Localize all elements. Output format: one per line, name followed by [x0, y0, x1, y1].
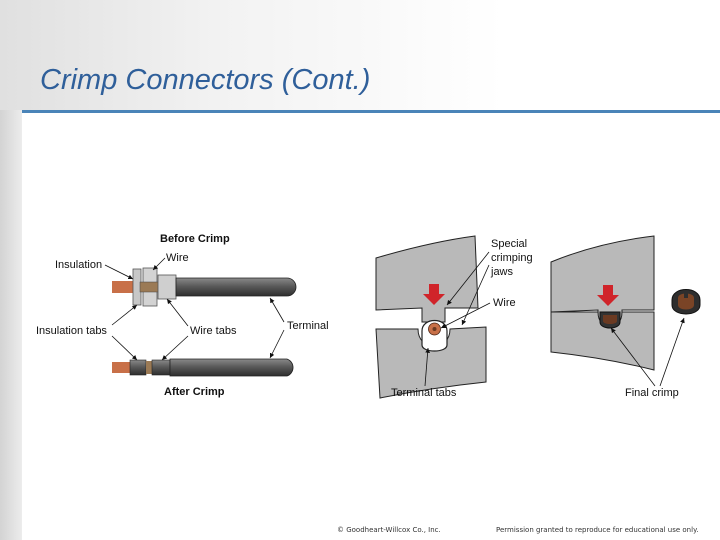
crimp-jaws-after — [550, 235, 701, 371]
wire-tabs-label: Wire tabs — [190, 325, 237, 337]
before-crimp-terminal — [112, 267, 297, 307]
terminal-tabs-label: Terminal tabs — [391, 387, 457, 399]
terminal-label: Terminal — [287, 320, 329, 332]
wire-label-left: Wire — [166, 252, 189, 264]
terminal-body-shape — [175, 277, 297, 297]
special-jaws-label-1: Special — [491, 238, 527, 250]
insulation-label: Insulation — [55, 259, 102, 271]
after-crimp-terminal — [112, 358, 294, 377]
left-leader-lines — [104, 257, 285, 361]
side-bar — [0, 0, 22, 540]
right-leader-lines — [424, 251, 685, 387]
force-arrow-left — [423, 284, 445, 305]
crimp-jaws-before — [375, 235, 487, 399]
after-crimp-label: After Crimp — [164, 386, 225, 398]
wire-label-right: Wire — [493, 297, 516, 309]
slide-title: Crimp Connectors (Cont.) — [40, 64, 371, 96]
special-jaws-label-2: crimping — [491, 252, 533, 264]
title-rule — [22, 110, 720, 113]
title-band — [0, 0, 720, 110]
before-crimp-label: Before Crimp — [160, 233, 230, 245]
force-arrow-right — [597, 285, 619, 306]
final-crimp-label: Final crimp — [625, 387, 679, 399]
insulation-tabs-label: Insulation tabs — [36, 325, 107, 337]
copyright-text: © Goodheart-Willcox Co., Inc. — [337, 526, 441, 534]
wire-tab-shape — [157, 274, 177, 300]
special-jaws-label-3: jaws — [490, 266, 514, 278]
permission-text: Permission granted to reproduce for educ… — [496, 526, 699, 534]
